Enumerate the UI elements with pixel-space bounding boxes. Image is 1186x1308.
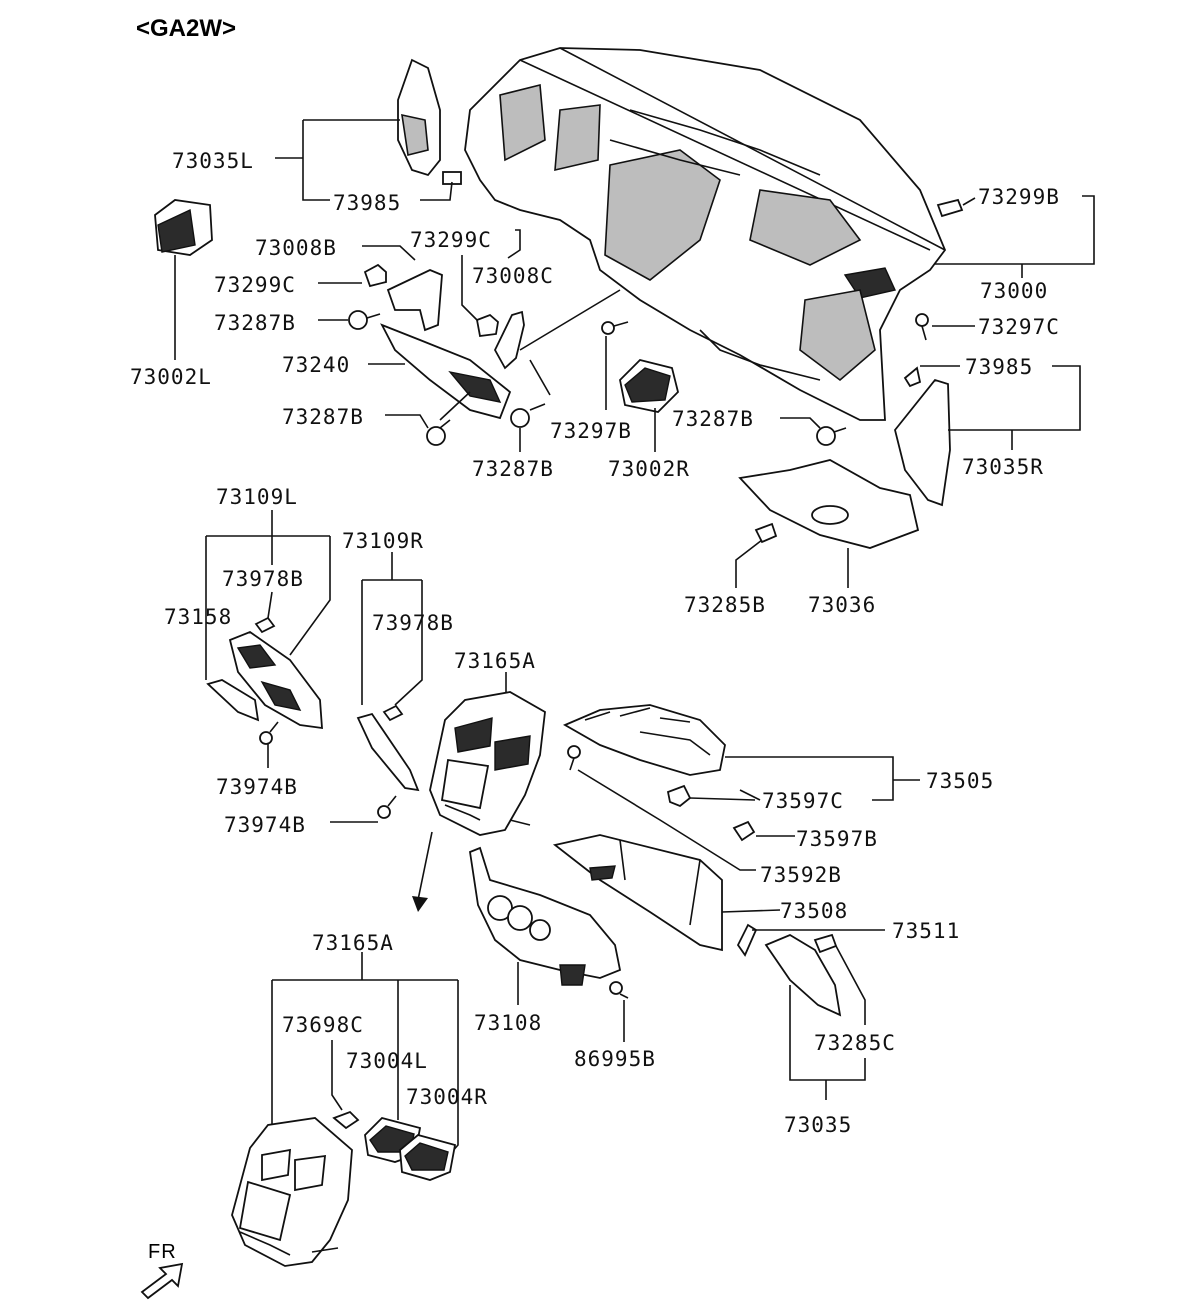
front-arrow-icon [140,1262,184,1300]
lower-panel-73240[interactable] [380,323,512,420]
label-73000: 73000 [980,279,1048,303]
screw-73297B[interactable] [601,321,629,335]
vent-73002R[interactable] [619,359,679,413]
label-73035L: 73035L [172,149,254,173]
clip-73597B[interactable] [732,820,756,842]
side-cover-73035[interactable] [764,933,842,1017]
label-73240: 73240 [282,353,350,377]
clip-73299C-left[interactable] [363,263,387,288]
label-73299C-left: 73299C [214,273,296,297]
instrument-panel-73000[interactable] [464,47,947,421]
bracket-73008B[interactable] [386,269,443,332]
label-73287B-b: 73287B [282,405,364,429]
label-73592B: 73592B [760,863,842,887]
label-73287B-d: 73287B [672,407,754,431]
label-73002L: 73002L [130,365,212,389]
label-86995B: 86995B [574,1047,656,1071]
label-73165A-bottom: 73165A [312,931,394,955]
label-73285C: 73285C [814,1031,896,1055]
label-73299B: 73299B [978,185,1060,209]
label-73287B-a: 73287B [214,311,296,335]
label-73974B-left: 73974B [216,775,298,799]
front-direction-label: FR [148,1241,177,1263]
label-73109R: 73109R [342,529,424,553]
center-panel-73165A[interactable] [429,691,546,836]
label-73508: 73508 [780,899,848,923]
side-panel-73035L[interactable] [397,58,441,177]
screw-73974B-right[interactable] [377,795,397,819]
label-73165A-top: 73165A [454,649,536,673]
bracket-73008C[interactable] [493,310,525,370]
label-73108: 73108 [474,1011,542,1035]
clip-73299B[interactable] [936,198,964,218]
cover-73158[interactable] [206,679,260,722]
center-panel-73165A-exploded[interactable] [231,1117,353,1267]
side-panel-73035R[interactable] [894,378,951,507]
clip-73978B-left[interactable] [254,616,276,634]
bolt-73287B-b[interactable] [426,419,451,446]
cluster-panel-73108[interactable] [469,846,622,986]
label-73285B: 73285B [684,593,766,617]
knee-panel-73109R[interactable] [356,712,420,792]
vent-73004R[interactable] [399,1134,457,1181]
bolt-73287B-c[interactable] [510,403,546,428]
clip-73597C[interactable] [666,784,692,808]
screw-73592B[interactable] [567,745,581,771]
label-73597C: 73597C [762,789,844,813]
clip-73978B-right[interactable] [382,704,404,722]
label-73004L: 73004L [346,1049,428,1073]
label-73299C-right: 73299C [410,228,492,252]
under-cover-73036[interactable] [738,459,920,549]
vent-73002L[interactable] [154,199,213,256]
clip-73985-right[interactable] [903,366,922,388]
clip-73698C[interactable] [332,1110,360,1130]
label-73008B: 73008B [255,236,337,260]
label-73035: 73035 [784,1113,852,1137]
label-73597B: 73597B [796,827,878,851]
clip-73285C[interactable] [813,933,838,954]
bolt-73287B-d[interactable] [816,426,847,446]
label-73505: 73505 [926,769,994,793]
knee-panel-73109L[interactable] [228,630,323,730]
label-73036: 73036 [808,593,876,617]
label-73985-right: 73985 [965,355,1033,379]
label-73158: 73158 [164,605,232,629]
label-73978B-right: 73978B [372,611,454,635]
clip-73285B[interactable] [754,522,778,544]
screw-73974B-left[interactable] [259,721,279,745]
clip-73299C-right[interactable] [475,313,499,337]
label-73004R: 73004R [406,1085,488,1109]
label-73985-left: 73985 [333,191,401,215]
direction-arrow [412,831,433,912]
label-73698C: 73698C [282,1013,364,1037]
label-73002R: 73002R [608,457,690,481]
label-73511: 73511 [892,919,960,943]
screw-86995B[interactable] [609,981,629,999]
label-73297C: 73297C [978,315,1060,339]
label-73974B-right: 73974B [224,813,306,837]
label-73297B: 73297B [550,419,632,443]
glove-box-73508[interactable] [552,834,723,952]
label-73109L: 73109L [216,485,298,509]
bolt-73287B-a[interactable] [348,310,381,330]
label-73978B-left: 73978B [222,567,304,591]
label-73287B-c: 73287B [472,457,554,481]
label-73008C: 73008C [472,264,554,288]
screw-73297C[interactable] [915,313,929,341]
model-code-title: <GA2W> [136,15,236,42]
label-73035R: 73035R [962,455,1044,479]
glovebox-frame-73505[interactable] [562,704,726,776]
